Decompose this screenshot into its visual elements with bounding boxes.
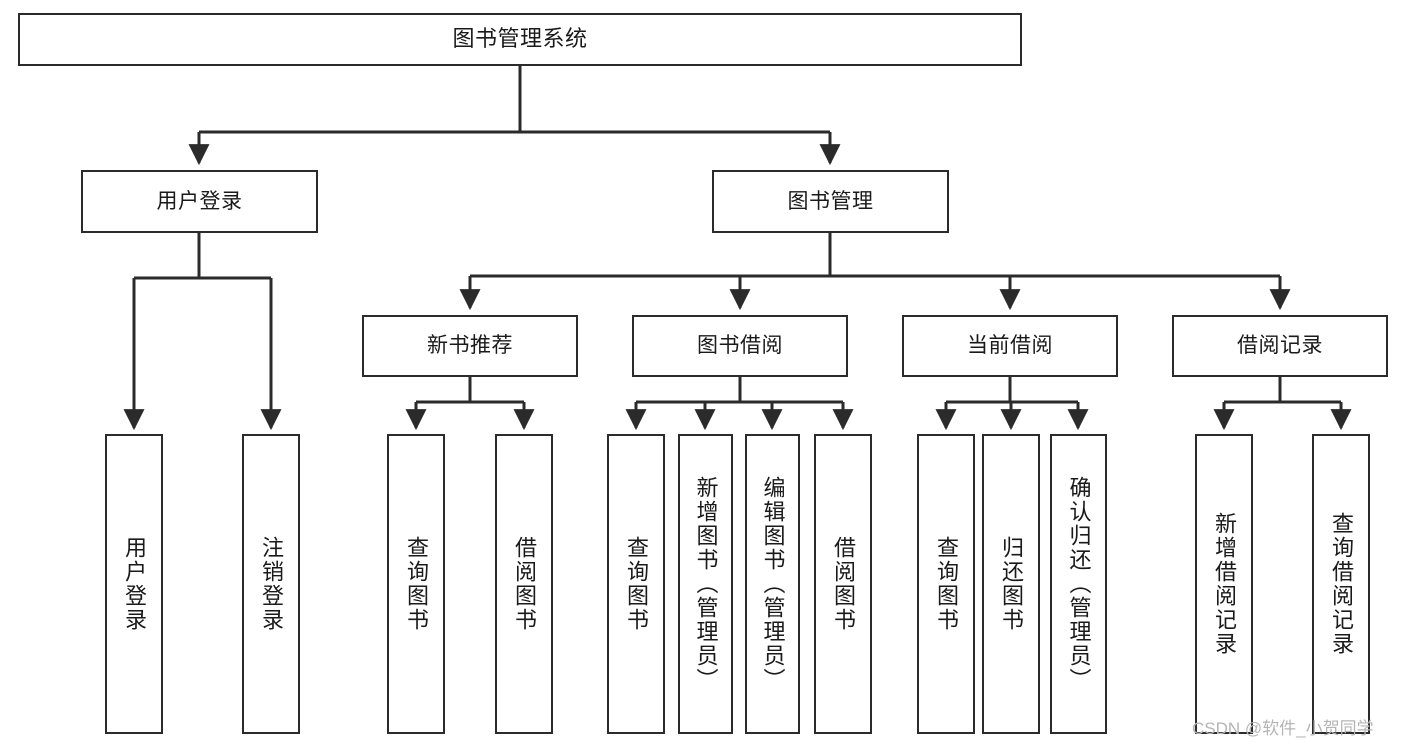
leaf-query-borrow-record[interactable]: 查询借阅记录 <box>1312 434 1370 734</box>
node-book-management[interactable]: 图书管理 <box>712 170 949 233</box>
leaf-add-book-admin[interactable]: 新增图书（管理员） <box>678 434 733 734</box>
node-label: 用户登录 <box>121 536 147 632</box>
node-label: 注销登录 <box>258 536 284 632</box>
leaf-query-book-current[interactable]: 查询图书 <box>917 434 975 734</box>
node-label: 借阅记录 <box>1237 334 1323 358</box>
leaf-edit-book-admin[interactable]: 编辑图书（管理员） <box>745 434 800 734</box>
node-label: 图书借阅 <box>697 334 783 358</box>
node-label: 查询图书 <box>933 536 959 632</box>
leaf-borrow-book-recommend[interactable]: 借阅图书 <box>495 434 553 734</box>
node-label: 借阅图书 <box>511 536 537 632</box>
node-label: 确认归还（管理员） <box>1066 476 1092 692</box>
leaf-user-login[interactable]: 用户登录 <box>105 434 163 734</box>
node-new-book-recommend[interactable]: 新书推荐 <box>362 315 578 377</box>
node-label: 编辑图书（管理员） <box>760 476 786 692</box>
node-root-book-management-system[interactable]: 图书管理系统 <box>18 13 1022 66</box>
leaf-return-book[interactable]: 归还图书 <box>982 434 1040 734</box>
node-borrow-record[interactable]: 借阅记录 <box>1172 315 1388 377</box>
node-label: 图书管理系统 <box>452 26 588 52</box>
node-label: 图书管理 <box>787 189 874 213</box>
node-label: 新书推荐 <box>427 334 513 358</box>
leaf-confirm-return-admin[interactable]: 确认归还（管理员） <box>1050 434 1107 734</box>
node-label: 当前借阅 <box>967 334 1053 358</box>
node-user-login[interactable]: 用户登录 <box>81 170 318 233</box>
leaf-query-book-borrow[interactable]: 查询图书 <box>607 434 665 734</box>
leaf-logout[interactable]: 注销登录 <box>242 434 300 734</box>
node-label: 新增借阅记录 <box>1211 512 1237 656</box>
node-label: 查询图书 <box>403 536 429 632</box>
node-label: 查询图书 <box>623 536 649 632</box>
node-label: 用户登录 <box>156 189 243 213</box>
node-label: 查询借阅记录 <box>1328 512 1354 656</box>
node-book-borrow[interactable]: 图书借阅 <box>632 315 848 377</box>
node-label: 新增图书（管理员） <box>693 476 719 692</box>
node-current-borrow[interactable]: 当前借阅 <box>902 315 1118 377</box>
leaf-query-book-recommend[interactable]: 查询图书 <box>387 434 445 734</box>
leaf-borrow-book[interactable]: 借阅图书 <box>814 434 872 734</box>
leaf-add-borrow-record[interactable]: 新增借阅记录 <box>1195 434 1253 734</box>
node-label: 借阅图书 <box>830 536 856 632</box>
node-label: 归还图书 <box>998 536 1024 632</box>
